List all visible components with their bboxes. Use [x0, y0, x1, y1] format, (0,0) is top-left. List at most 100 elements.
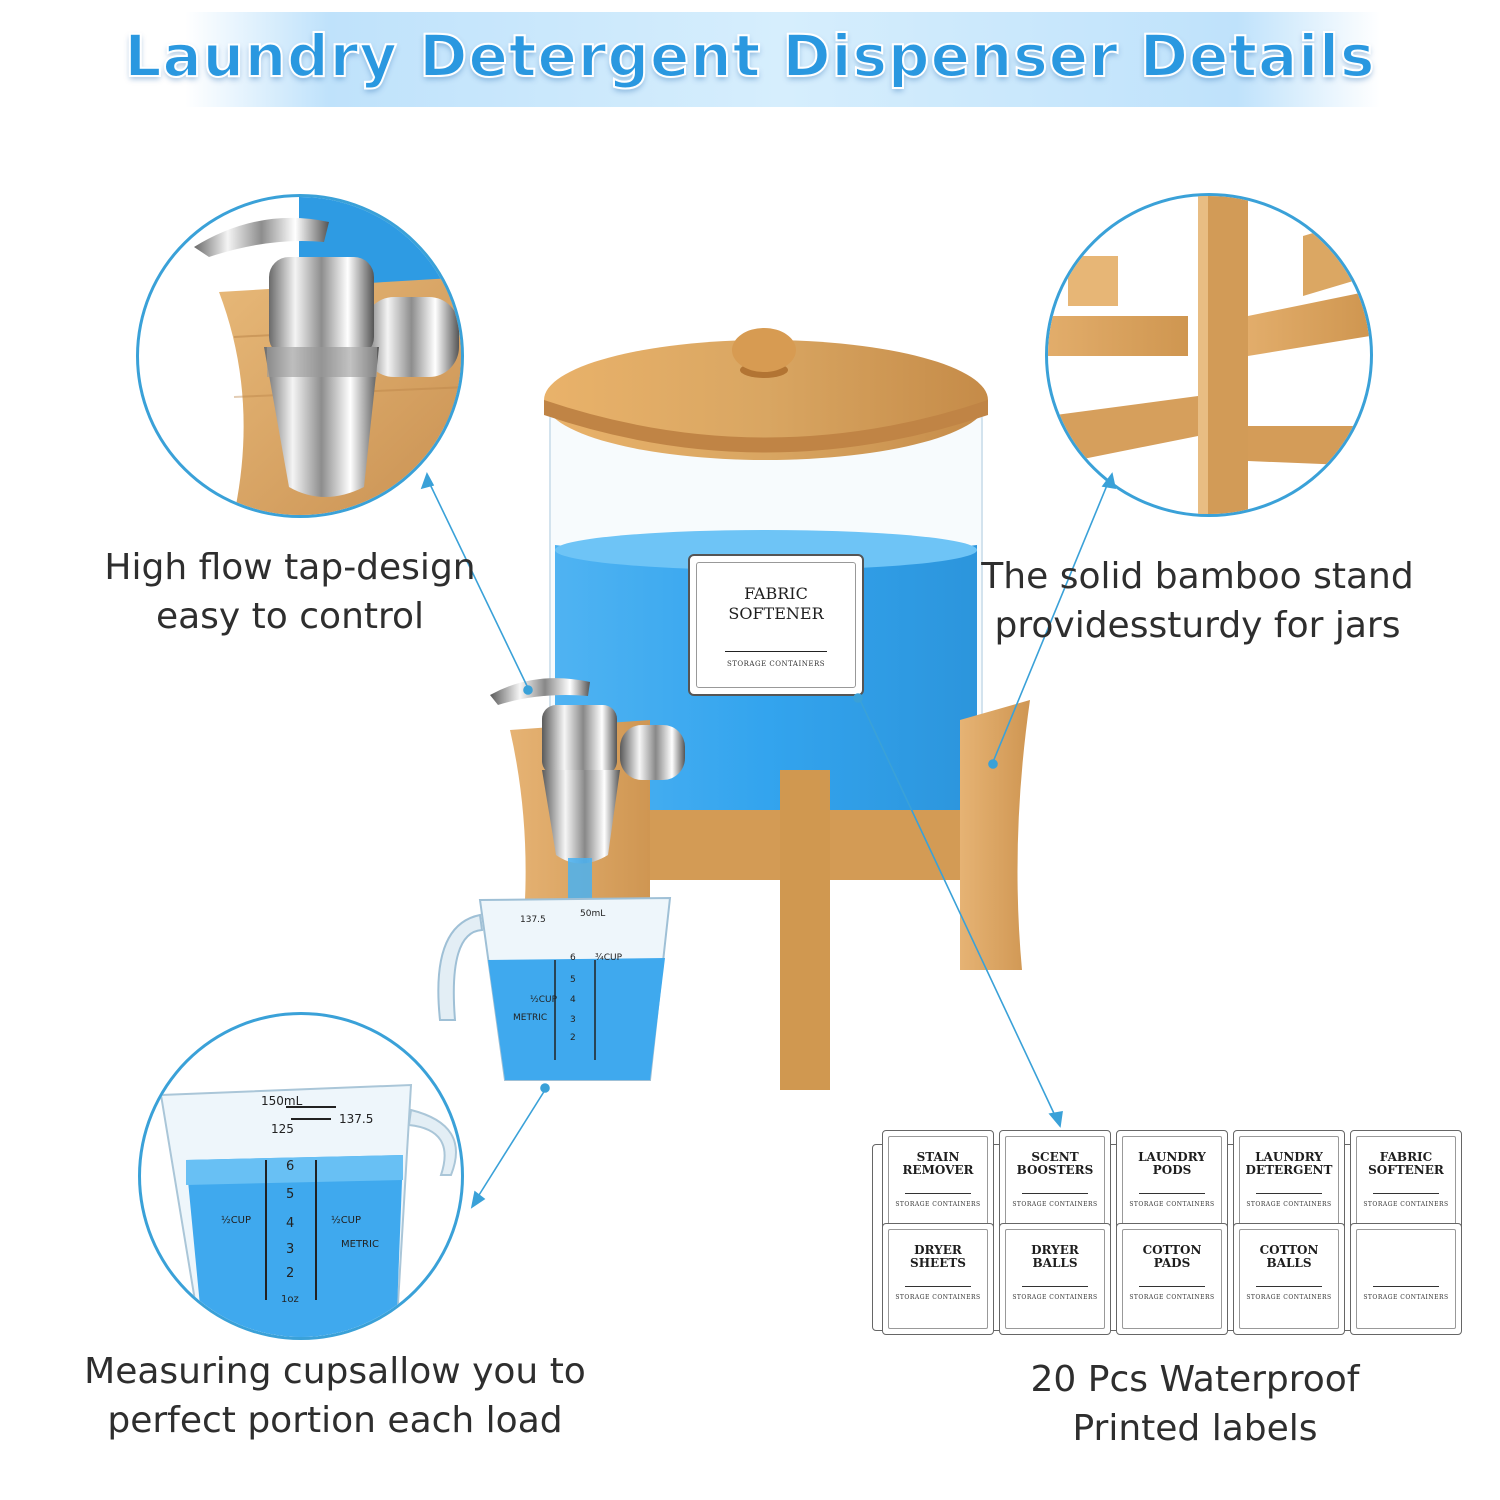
label-tag-line1: SCENT — [1031, 1150, 1079, 1164]
label-tag-line1: STAIN — [916, 1150, 960, 1164]
cup-mark-halfcup: ½CUP — [221, 1214, 251, 1226]
small-cup-mark-3: 3 — [570, 1015, 576, 1025]
cup-mark-150ml: 150mL — [261, 1094, 303, 1108]
small-cup-mark-4: 4 — [570, 995, 576, 1005]
label-tag-rule — [1139, 1286, 1205, 1287]
label-tag-border — [888, 1229, 988, 1329]
page-title: Laundry Detergent Dispenser Details — [124, 21, 1376, 91]
tap-caption-line1: High flow tap-design — [104, 547, 476, 588]
label-tag: STORAGE CONTAINERS — [1350, 1223, 1462, 1335]
jar-label-line1: FABRIC — [744, 584, 808, 603]
label-tag-line1: COTTON — [1259, 1243, 1319, 1257]
label-tag-border — [1239, 1229, 1339, 1329]
label-tag-line1: LAUNDRY — [1255, 1150, 1323, 1164]
cup-mark-1oz: 1oz — [281, 1294, 299, 1305]
small-cup-mark-metric: METRIC — [513, 1013, 547, 1023]
small-cup-mark-6: 6 — [570, 953, 576, 963]
label-tag-rule — [1256, 1193, 1322, 1194]
jar-label-line2: SOFTENER — [728, 604, 824, 623]
label-tag-rule — [1373, 1286, 1439, 1287]
label-tag-subtitle: STORAGE CONTAINERS — [1129, 1201, 1215, 1208]
cup-callout-arrow — [470, 1190, 486, 1209]
label-tag-line1: DRYER — [1031, 1243, 1079, 1257]
title-banner — [185, 12, 1380, 107]
label-tag-subtitle: STORAGE CONTAINERS — [895, 1201, 981, 1208]
tap-caption-line2: easy to control — [155, 596, 425, 637]
label-tag-line2: BALLS — [1266, 1256, 1312, 1270]
label-tag-subtitle: STORAGE CONTAINERS — [1129, 1294, 1215, 1301]
label-tag-line1: DRYER — [914, 1243, 962, 1257]
cup-mark-4: 4 — [286, 1216, 294, 1231]
label-tag-rule — [1022, 1193, 1088, 1194]
dispenser-product-image: 137.5 50mL 6 5 4 3 2 ½CUP ¾CUP METRIC — [437, 328, 1030, 1090]
small-cup-mark-50ml: 50mL — [580, 909, 605, 919]
cup-callout-line — [473, 1089, 546, 1204]
label-tag-line2: PADS — [1153, 1256, 1191, 1270]
cup-caption-line1: Measuring cupsallow you to — [84, 1351, 586, 1392]
jar-label: FABRIC SOFTENER STORAGE CONTAINERS — [688, 554, 864, 696]
label-tag-subtitle: STORAGE CONTAINERS — [895, 1294, 981, 1301]
tap-detail-circle — [136, 194, 464, 518]
label-tag-subtitle: STORAGE CONTAINERS — [1012, 1294, 1098, 1301]
label-tag-line2: PODS — [1152, 1163, 1192, 1177]
label-tag-rule — [905, 1193, 971, 1194]
label-tag-subtitle: STORAGE CONTAINERS — [1246, 1201, 1332, 1208]
stand-closeup-image — [1048, 196, 1370, 514]
measuring-cup-closeup-image: 150mL 137.5 125 6 5 4 3 2 1oz ½CUP ½CUP … — [159, 1083, 457, 1337]
stand-caption-line1: The solid bamboo stand — [981, 556, 1414, 597]
labels-caption-line2: Printed labels — [1072, 1408, 1318, 1449]
label-tag-line1: COTTON — [1142, 1243, 1202, 1257]
cup-caption: Measuring cupsallow you to perfect porti… — [60, 1347, 610, 1445]
label-tag-line2: BALLS — [1032, 1256, 1078, 1270]
cup-mark-137: 137.5 — [339, 1112, 373, 1126]
label-tag-line1: LAUNDRY — [1138, 1150, 1206, 1164]
cup-mark-3: 3 — [286, 1242, 294, 1257]
small-cup-mark-2: 2 — [570, 1033, 576, 1043]
label-tag-border — [1356, 1229, 1456, 1329]
labels-caption-line1: 20 Pcs Waterproof — [1030, 1359, 1360, 1400]
stand-caption-line2: providessturdy for jars — [994, 605, 1401, 646]
label-tag-subtitle: STORAGE CONTAINERS — [1363, 1201, 1449, 1208]
tap-caption: High flow tap-design easy to control — [60, 543, 520, 641]
label-tag-line2: SOFTENER — [1368, 1163, 1444, 1177]
stand-caption: The solid bamboo stand providessturdy fo… — [960, 552, 1435, 650]
small-cup-mark-halfcup: ½CUP — [530, 995, 558, 1005]
label-tag-line2: REMOVER — [902, 1163, 974, 1177]
label-tag-border — [1122, 1229, 1222, 1329]
jar-label-subtitle: STORAGE CONTAINERS — [726, 660, 826, 668]
cup-detail-circle: 150mL 137.5 125 6 5 4 3 2 1oz ½CUP ½CUP … — [138, 1012, 464, 1340]
cup-mark-halfcup-right: ½CUP — [331, 1214, 361, 1226]
cup-mark-2: 2 — [286, 1266, 294, 1281]
cup-mark-5: 5 — [286, 1187, 294, 1202]
label-tag-line2: BOOSTERS — [1016, 1163, 1094, 1177]
label-tag-line2: DETERGENT — [1245, 1163, 1333, 1177]
tap-closeup-image — [194, 197, 461, 515]
stand-detail-circle — [1045, 193, 1373, 517]
labels-caption: 20 Pcs Waterproof Printed labels — [980, 1355, 1410, 1453]
label-tag-subtitle: STORAGE CONTAINERS — [1246, 1294, 1332, 1301]
label-tag-subtitle: STORAGE CONTAINERS — [1012, 1201, 1098, 1208]
label-tag-rule — [1022, 1286, 1088, 1287]
label-tag-rule — [905, 1286, 971, 1287]
label-tag-rule — [1256, 1286, 1322, 1287]
cup-mark-6: 6 — [286, 1159, 294, 1174]
label-callout-arrow — [1048, 1111, 1063, 1128]
label-tag-border — [1005, 1229, 1105, 1329]
small-cup-mark-137: 137.5 — [520, 915, 546, 925]
label-tag-line1: FABRIC — [1379, 1150, 1433, 1164]
small-cup-mark-3qcup: ¾CUP — [595, 953, 623, 963]
